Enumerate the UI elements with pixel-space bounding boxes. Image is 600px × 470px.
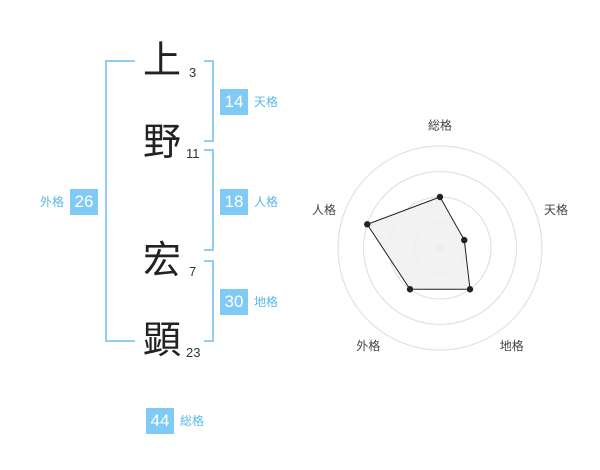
radar-point-3: [466, 286, 474, 293]
radar-axis-label-5: 人格: [312, 202, 336, 217]
chikaku-label: 地格: [254, 295, 279, 309]
radar-ring-1: [414, 222, 466, 274]
chikaku-bracket: [204, 260, 214, 342]
radar-axis-label-4: 外格: [356, 338, 380, 353]
radar-point-2: [461, 236, 468, 244]
radar-center-dot: [436, 244, 444, 252]
jinkaku-value: 18: [220, 189, 248, 215]
radar-axis-label-3: 地格: [500, 338, 524, 353]
radar-point-5: [364, 221, 371, 228]
soukaku-value: 44: [146, 408, 174, 434]
radar-ring-4: [337, 145, 543, 351]
soukaku-label: 総格: [180, 414, 205, 428]
radar-ring-2: [388, 196, 492, 300]
tenkaku-bracket: [204, 60, 214, 142]
gaikaku-bracket: [105, 60, 135, 342]
name-char-3: 宏: [142, 238, 181, 282]
radar-axis-label-1: 総格: [428, 118, 452, 133]
tenkaku-value: 14: [220, 89, 248, 115]
name-char-4: 顕: [142, 318, 181, 362]
chikaku-value: 30: [220, 289, 248, 315]
radar-ring-3: [363, 171, 517, 325]
stroke-count-2: 11: [186, 146, 200, 161]
gaikaku-value: 26: [70, 189, 98, 215]
radar-series-polygon: [366, 196, 471, 290]
radar-point-4: [406, 286, 414, 293]
name-char-2: 野: [142, 120, 181, 164]
radar-point-1: [436, 193, 444, 201]
name-char-1: 上: [142, 38, 181, 82]
jinkaku-bracket: [204, 149, 214, 251]
radar-axis-label-2: 天格: [544, 202, 568, 217]
stroke-count-1: 3: [189, 65, 197, 80]
stroke-count-4: 23: [186, 345, 201, 360]
stroke-count-3: 7: [189, 264, 197, 279]
jinkaku-label: 人格: [254, 195, 279, 209]
tenkaku-label: 天格: [254, 95, 279, 109]
gaikaku-label: 外格: [40, 195, 65, 209]
